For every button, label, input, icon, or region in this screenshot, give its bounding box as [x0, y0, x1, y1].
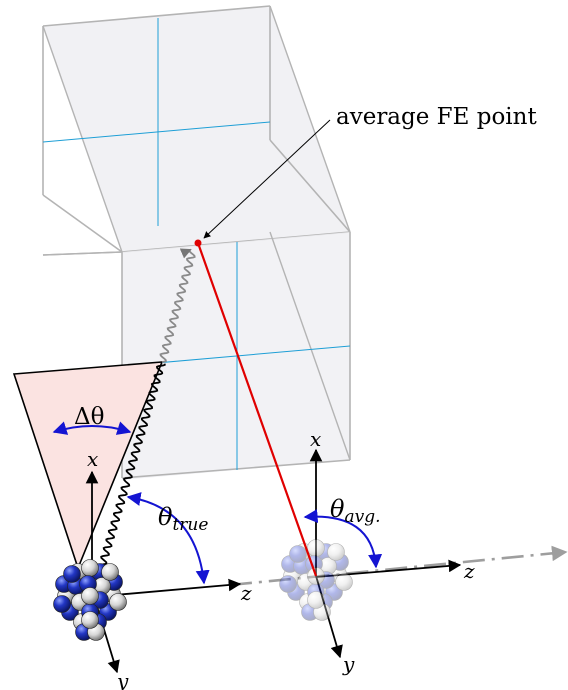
nucleon-sphere [307, 539, 325, 557]
nucleon-sphere [109, 593, 127, 611]
nucleon-sphere [289, 545, 307, 563]
nucleon-sphere [279, 575, 297, 593]
average-track [196, 242, 318, 577]
uncertainty-cone [12, 361, 164, 571]
right-y-label: y [342, 652, 355, 676]
faded-nucleus [279, 539, 353, 621]
right-x-label: x [310, 427, 321, 451]
left-x-label: x [87, 447, 98, 471]
nucleon-sphere [327, 543, 345, 561]
theta-true-sub: true [172, 515, 208, 535]
delta-theta-label: Δθ [74, 404, 104, 430]
theta-avg-label: θavg. [330, 495, 380, 527]
theta-avg-arc [303, 509, 383, 569]
upper-detector-panel [42, 5, 351, 253]
nucleon-sphere [81, 587, 99, 605]
nucleon-sphere [81, 559, 99, 577]
nucleon-sphere [101, 563, 119, 581]
callout-label: average FE point [336, 104, 537, 130]
nucleon-sphere [53, 595, 71, 613]
left-y-label: y [116, 669, 129, 690]
nucleon-sphere [307, 591, 325, 609]
true-photon-track [97, 363, 166, 574]
nucleon-sphere [81, 611, 99, 629]
left-z-label: z [240, 581, 252, 605]
theta-avg-sub: avg. [344, 507, 380, 527]
upper-grid-horizontal [42, 121, 271, 143]
theta-true-label: θtrue [158, 503, 208, 535]
delta-theta-arc [52, 421, 132, 435]
nucleon-sphere [63, 565, 81, 583]
nucleon-sphere [335, 573, 353, 591]
average-fe-point [194, 239, 202, 247]
photon-track-behind-panel [159, 248, 196, 363]
right-z-label: z [463, 559, 475, 583]
theta-true-arc [126, 492, 210, 585]
theta-true-symbol: θ [158, 503, 173, 531]
callout-arrow [203, 119, 331, 239]
nucleus [53, 559, 127, 641]
theta-avg-symbol: θ [330, 495, 345, 523]
